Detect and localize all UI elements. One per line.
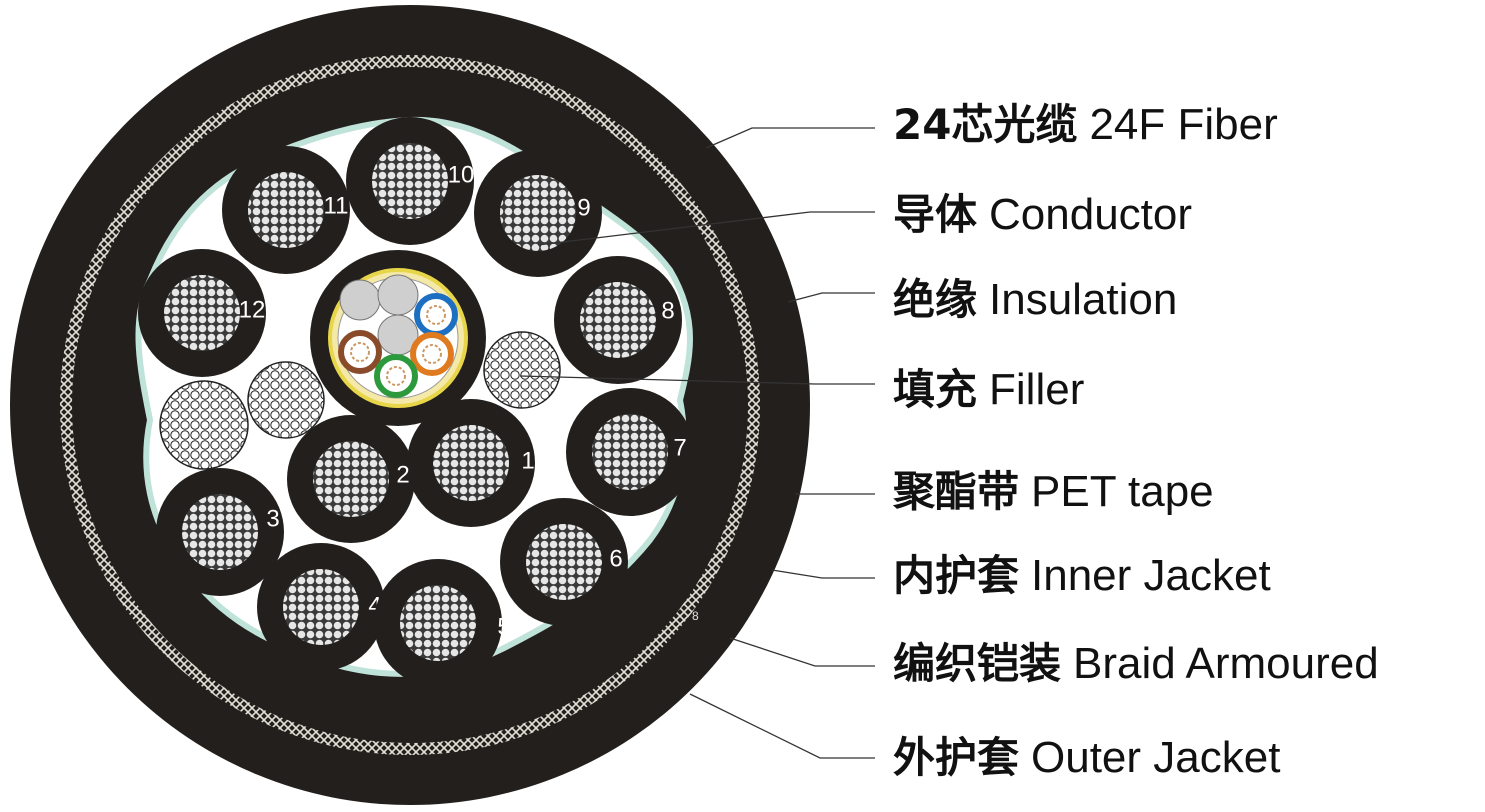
callout-cn: 绝缘 bbox=[893, 275, 978, 324]
filler-cord bbox=[247, 361, 325, 439]
callout-cn: 编织铠装 bbox=[893, 639, 1062, 688]
callout-cn: 外护套 bbox=[893, 733, 1020, 782]
insulated-core: 8 bbox=[554, 256, 682, 384]
fiber-tube-green bbox=[374, 354, 418, 398]
callout-cn: 24芯光缆 bbox=[893, 100, 1078, 149]
callout-cn: 聚酯带 bbox=[893, 467, 1020, 516]
fiber-tube-brown bbox=[338, 330, 382, 374]
callout-en: Inner Jacket bbox=[1031, 551, 1271, 600]
callout-en: Conductor bbox=[989, 190, 1193, 239]
core-number-label: 1 bbox=[521, 447, 534, 474]
callout-cn: 填充 bbox=[893, 365, 978, 414]
core-number-label: 12 bbox=[239, 296, 266, 323]
callout-en: Filler bbox=[989, 365, 1085, 414]
core-conductor bbox=[400, 585, 476, 661]
fiber-tube-orange bbox=[410, 332, 454, 376]
core-conductor bbox=[313, 441, 389, 517]
core-number-label: 5 bbox=[497, 613, 510, 640]
core-conductor bbox=[248, 172, 324, 248]
insulated-core: 6 bbox=[500, 498, 628, 626]
print-mark: 8 bbox=[692, 609, 699, 623]
insulated-core: 2 bbox=[287, 415, 415, 543]
insulated-core: 9 bbox=[474, 149, 602, 277]
fiber-optic-cable bbox=[310, 250, 486, 426]
filler-cord bbox=[159, 380, 249, 470]
core-conductor bbox=[182, 494, 258, 570]
core-number-label: 8 bbox=[661, 297, 674, 324]
core-number-label: 3 bbox=[266, 505, 279, 532]
core-number-label: 6 bbox=[609, 545, 622, 572]
core-conductor bbox=[433, 425, 509, 501]
insulated-core: 1 bbox=[407, 399, 535, 527]
core-conductor bbox=[500, 175, 576, 251]
insulated-core: 3 bbox=[156, 468, 284, 596]
insulated-core: 10 bbox=[346, 117, 474, 245]
filler-cord bbox=[483, 331, 561, 409]
core-conductor bbox=[283, 569, 359, 645]
fiber-tube-blue bbox=[414, 293, 458, 337]
insulated-core: 12 bbox=[138, 249, 266, 377]
callout-en: 24F Fiber bbox=[1089, 100, 1278, 149]
insulated-core: 11 bbox=[222, 146, 350, 274]
callout-cn: 内护套 bbox=[893, 551, 1020, 600]
core-conductor bbox=[580, 282, 656, 358]
core-conductor bbox=[526, 524, 602, 600]
core-number-label: 10 bbox=[448, 161, 475, 188]
core-number-label: 9 bbox=[577, 194, 590, 221]
insulated-core: 4 bbox=[257, 543, 385, 671]
callout-cn: 导体 bbox=[893, 190, 978, 239]
insulated-core: 7 bbox=[566, 388, 694, 516]
leader-lines bbox=[519, 127, 875, 759]
core-number-label: 7 bbox=[673, 434, 686, 461]
core-number-label: 11 bbox=[324, 192, 349, 219]
callout-en: Insulation bbox=[989, 275, 1178, 324]
core-conductor bbox=[372, 143, 448, 219]
core-conductor bbox=[592, 414, 668, 490]
core-conductor bbox=[164, 275, 240, 351]
callout-en: Braid Armoured bbox=[1073, 639, 1379, 688]
callout-en: PET tape bbox=[1031, 467, 1214, 516]
insulated-core: 5 bbox=[374, 559, 511, 687]
braid-armour bbox=[60, 55, 760, 755]
callout-en: Outer Jacket bbox=[1031, 733, 1281, 782]
core-number-label: 2 bbox=[396, 461, 409, 488]
